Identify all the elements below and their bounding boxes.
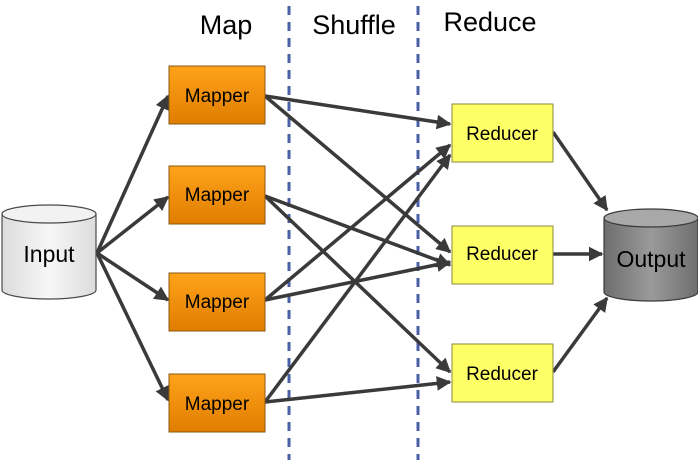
arrow-input-mapper-3 [96,251,170,302]
phase-label-reduce: Reduce [443,7,536,37]
mapper-1: Mapper [168,65,266,125]
mapper-label: Mapper [185,394,250,415]
input-database-icon: Input [1,204,97,300]
arrow-mapper-4-reducer-1 [263,153,452,404]
mapper-label: Mapper [185,292,250,313]
output-arrows [551,131,609,374]
arrow-mapper-1-reducer-1 [264,94,452,130]
mapper-label: Mapper [185,185,250,206]
arrow-reducer-1-output [551,131,609,212]
arrow-input-mapper-1 [95,94,170,254]
mapper-3: Mapper [168,272,266,332]
arrow-input-mapper-2 [95,195,170,255]
reducer-label: Reducer [466,124,538,145]
arrow-mapper-2-reducer-3 [263,194,452,374]
arrow-mapper-4-reducer-3 [264,376,452,404]
reducer-3: Reducer [451,343,554,403]
arrow-input-mapper-4 [95,252,170,402]
arrow-mapper-2-reducer-2 [264,194,452,268]
phase-label-map: Map [200,10,253,40]
reducer-label: Reducer [466,364,538,385]
shuffle-arrows [263,94,452,404]
mapper-2: Mapper [168,165,266,225]
phase-label-shuffle: Shuffle [312,10,396,40]
reducer-label: Reducer [466,244,538,265]
reducer-1: Reducer [451,103,554,163]
arrow-mapper-3-reducer-1 [263,143,452,302]
arrow-mapper-1-reducer-2 [263,94,452,254]
mapper-label: Mapper [185,86,250,107]
reducer-2: Reducer [451,225,554,285]
input-arrows [95,94,170,402]
input-label: Input [23,241,75,267]
arrow-reducer-3-output [551,296,609,374]
output-label: Output [616,246,686,272]
mapper-4: Mapper [168,373,266,433]
output-database-icon: Output [603,208,698,302]
